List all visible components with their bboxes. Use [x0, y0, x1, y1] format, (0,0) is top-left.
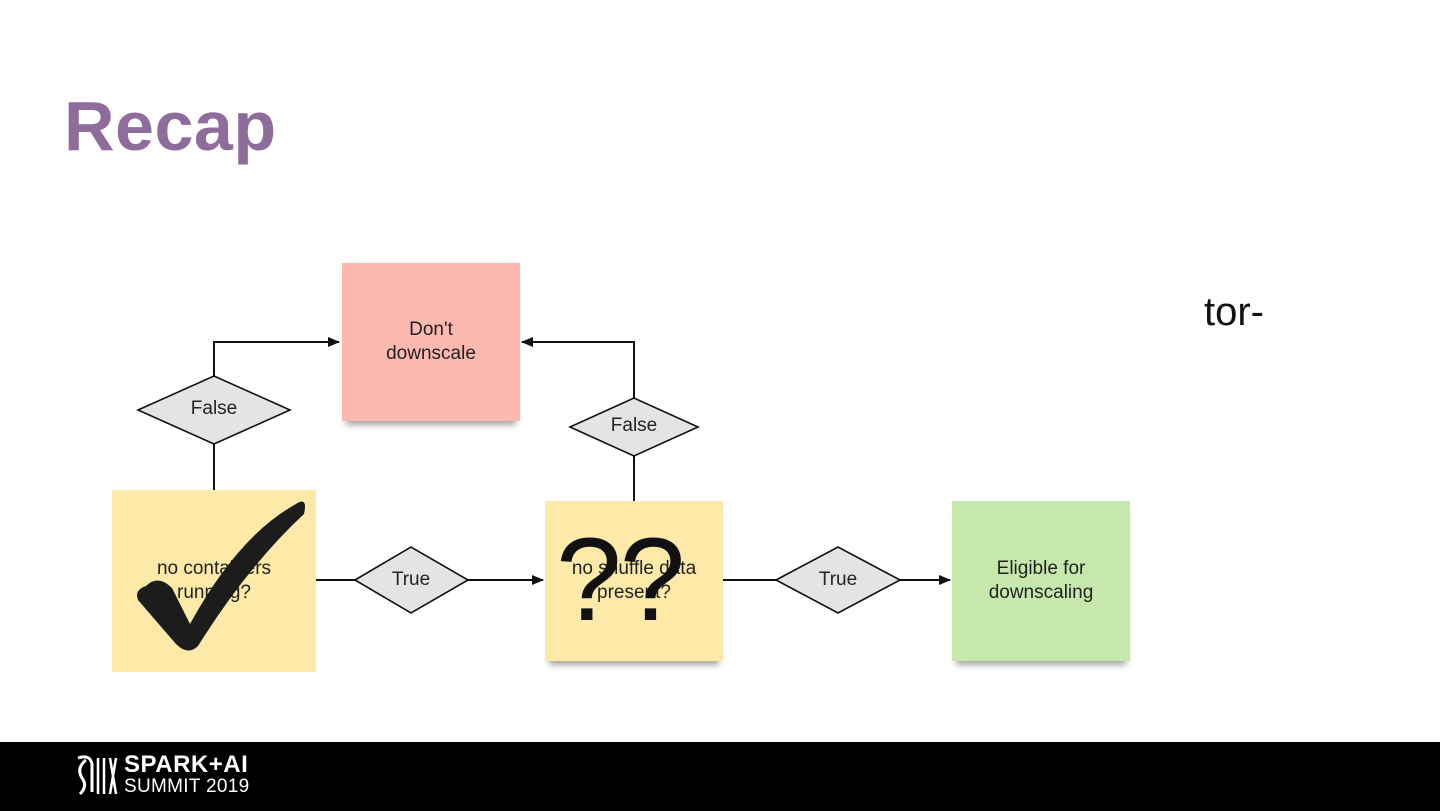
diamond-true-left	[353, 546, 470, 614]
checkmark-icon	[137, 501, 305, 651]
spark-ai-logo-icon	[77, 755, 118, 796]
diamond-false-left	[136, 375, 292, 445]
node-dont-downscale: Don't downscale	[342, 263, 520, 421]
logo-line1: SPARK+AI	[124, 751, 249, 778]
node-no-shuffle-label: no shuffle data present?	[571, 558, 697, 603]
slide: Recap tor- False False True True Don't d…	[64, 87, 1264, 672]
diamond-label-false-right: False	[610, 415, 658, 436]
node-eligible-label: Eligible for downscaling	[988, 558, 1094, 603]
question-marks-overlay: ??	[556, 514, 685, 646]
slide-title: Recap	[64, 87, 277, 165]
flowchart-connectors	[136, 337, 951, 614]
edge-right-false-top	[521, 337, 635, 398]
logo-line2: SUMMIT 2019	[124, 776, 250, 797]
diamond-true-right	[774, 546, 902, 614]
node-no-shuffle: no shuffle data present?	[545, 501, 723, 661]
node-dont-downscale-label: Don't downscale	[386, 319, 476, 364]
diamond-label-false-left: False	[190, 398, 238, 419]
edge-left-false-top	[213, 337, 340, 376]
partial-text: tor-	[1204, 290, 1264, 334]
node-eligible: Eligible for downscaling	[952, 501, 1130, 661]
diamond-label-true-left: True	[391, 569, 431, 590]
diamond-label-true-right: True	[818, 569, 858, 590]
diamond-false-right	[568, 397, 700, 457]
footer-bar	[0, 742, 1440, 811]
